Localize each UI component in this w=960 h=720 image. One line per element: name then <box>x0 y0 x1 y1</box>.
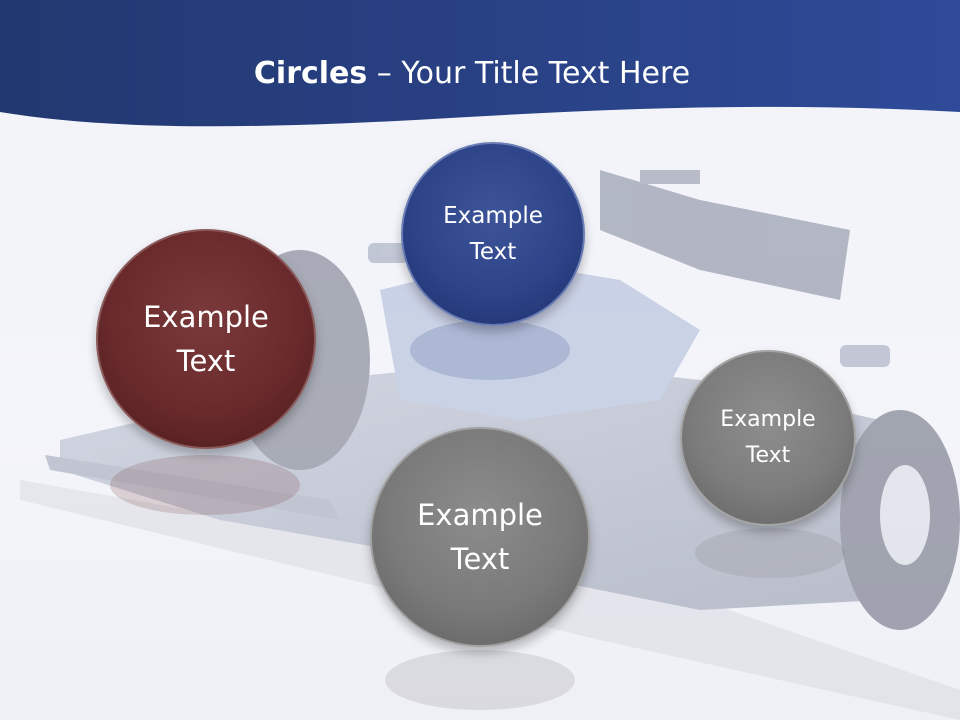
circle-gray-small[interactable]: Example Text <box>680 350 856 526</box>
circle-gray-large[interactable]: Example Text <box>370 427 590 647</box>
page-title: Circles – Your Title Text Here <box>0 52 944 96</box>
title-bold: Circles <box>253 56 368 91</box>
title-banner <box>0 0 960 127</box>
circle-blue[interactable]: Example Text <box>401 142 585 326</box>
circle-text-line1: Example <box>443 203 543 229</box>
title-rest: – Your Title Text Here <box>367 56 691 91</box>
circle-reflection <box>410 320 570 380</box>
circle-reflection <box>110 455 300 515</box>
circle-text-line2: Text <box>450 542 510 576</box>
circle-text-line2: Text <box>176 344 236 378</box>
circle-text-line2: Text <box>745 443 791 468</box>
circle-text-line1: Example <box>720 407 816 432</box>
circle-text-line1: Example <box>143 300 269 334</box>
circle-reflection <box>385 650 575 710</box>
circle-text-line1: Example <box>417 498 543 532</box>
circle-text-line2: Text <box>469 239 517 265</box>
circle-reflection <box>695 528 845 578</box>
circle-red[interactable]: Example Text <box>96 229 316 449</box>
